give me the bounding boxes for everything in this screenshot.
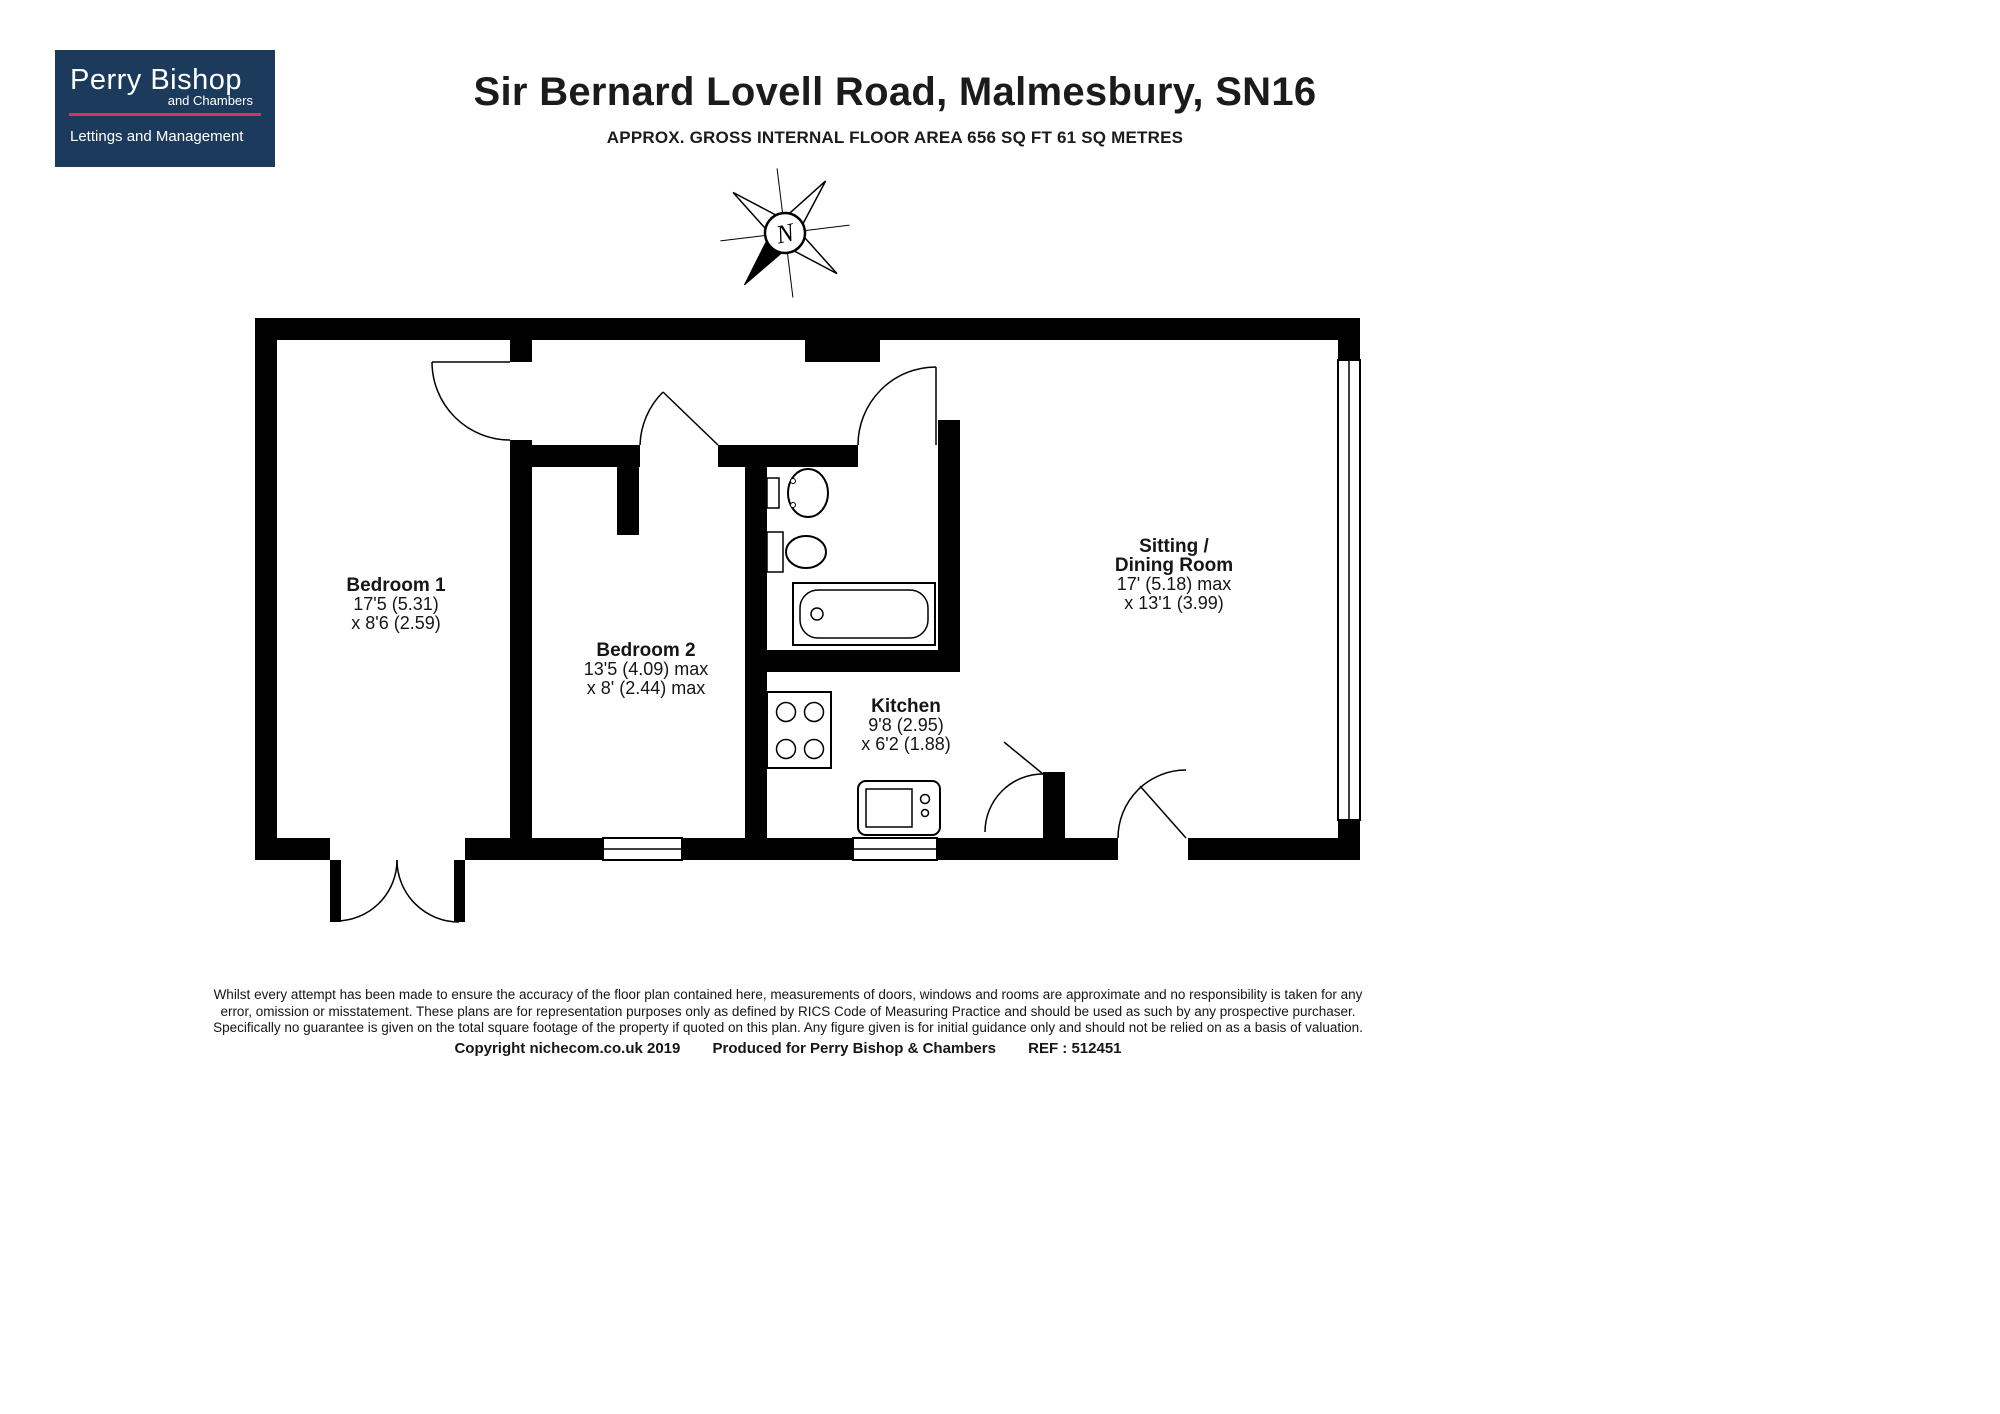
room-label-sitting-dining: Sitting / Dining Room 17' (5.18) max x 1… <box>1064 537 1284 613</box>
room-name: Sitting / <box>1139 536 1209 557</box>
room-label-kitchen: Kitchen 9'8 (2.95) x 6'2 (1.88) <box>796 697 1016 754</box>
floor-area-subtitle: APPROX. GROSS INTERNAL FLOOR AREA 656 SQ… <box>606 128 1184 147</box>
toilet-icon <box>766 531 827 573</box>
copyright-text: Copyright nichecom.co.uk 2019 <box>454 1040 681 1057</box>
window-sitting-room <box>1337 359 1361 821</box>
room-dimensions: x 6'2 (1.88) <box>861 734 951 754</box>
window-bedroom2 <box>602 837 683 861</box>
room-dimensions: x 8'6 (2.59) <box>351 613 441 633</box>
bathroom-fixtures <box>766 468 936 646</box>
room-dimensions: 13'5 (4.09) max <box>583 659 709 679</box>
disclaimer-line: error, omission or misstatement. These p… <box>220 1003 1356 1019</box>
room-label-bedroom2: Bedroom 2 13'5 (4.09) max x 8' (2.44) ma… <box>536 641 756 698</box>
header: Sir Bernard Lovell Road, Malmesbury, SN1… <box>0 70 1790 148</box>
door-bathroom <box>857 366 937 446</box>
agency-name: Perry Bishop <box>70 64 243 96</box>
room-name: Dining Room <box>1114 555 1234 576</box>
room-dimensions: 17' (5.18) max <box>1116 574 1232 594</box>
french-doors-bedroom1 <box>335 859 460 923</box>
door-bedroom2 <box>639 391 719 446</box>
windows <box>602 359 1361 861</box>
disclaimer-line: Specifically no guarantee is given on th… <box>213 1020 1363 1035</box>
door-swings <box>335 361 1187 923</box>
sink-basin-icon <box>766 468 829 518</box>
room-label-bedroom1: Bedroom 1 17'5 (5.31) x 8'6 (2.59) <box>286 576 506 633</box>
compass-rose-icon: N <box>720 168 850 298</box>
kitchen-fixtures <box>766 691 941 836</box>
room-name: Kitchen <box>871 696 941 717</box>
room-dimensions: 17'5 (5.31) <box>353 594 439 614</box>
window-kitchen <box>852 837 938 861</box>
agency-department: Lettings and Management <box>70 128 244 145</box>
agency-logo: Perry Bishop and Chambers Lettings and M… <box>55 50 275 167</box>
room-dimensions: x 8' (2.44) max <box>586 678 706 698</box>
door-entrance <box>1117 769 1187 839</box>
logo-accent-rule <box>69 113 261 116</box>
room-name: Bedroom 2 <box>596 640 696 661</box>
door-kitchen <box>984 741 1044 833</box>
agency-tagline: and Chambers <box>167 93 253 108</box>
page-title: Sir Bernard Lovell Road, Malmesbury, SN1… <box>473 70 1317 114</box>
room-dimensions: x 13'1 (3.99) <box>1124 593 1224 613</box>
produced-for-text: Produced for Perry Bishop & Chambers <box>712 1040 996 1057</box>
door-bedroom1 <box>431 361 511 441</box>
kitchen-sink-icon <box>857 780 941 836</box>
bathtub-icon <box>792 582 936 646</box>
room-name: Bedroom 1 <box>346 575 446 596</box>
reference-number: REF : 512451 <box>1028 1040 1122 1057</box>
disclaimer-line: Whilst every attempt has been made to en… <box>213 987 1363 1002</box>
walls <box>255 318 1360 922</box>
copyright-line: Copyright nichecom.co.uk 2019 Produced f… <box>113 1040 1463 1057</box>
room-dimensions: 9'8 (2.95) <box>868 715 944 735</box>
hob-icon <box>766 691 832 769</box>
disclaimer-text: Whilst every attempt has been made to en… <box>113 987 1463 1037</box>
